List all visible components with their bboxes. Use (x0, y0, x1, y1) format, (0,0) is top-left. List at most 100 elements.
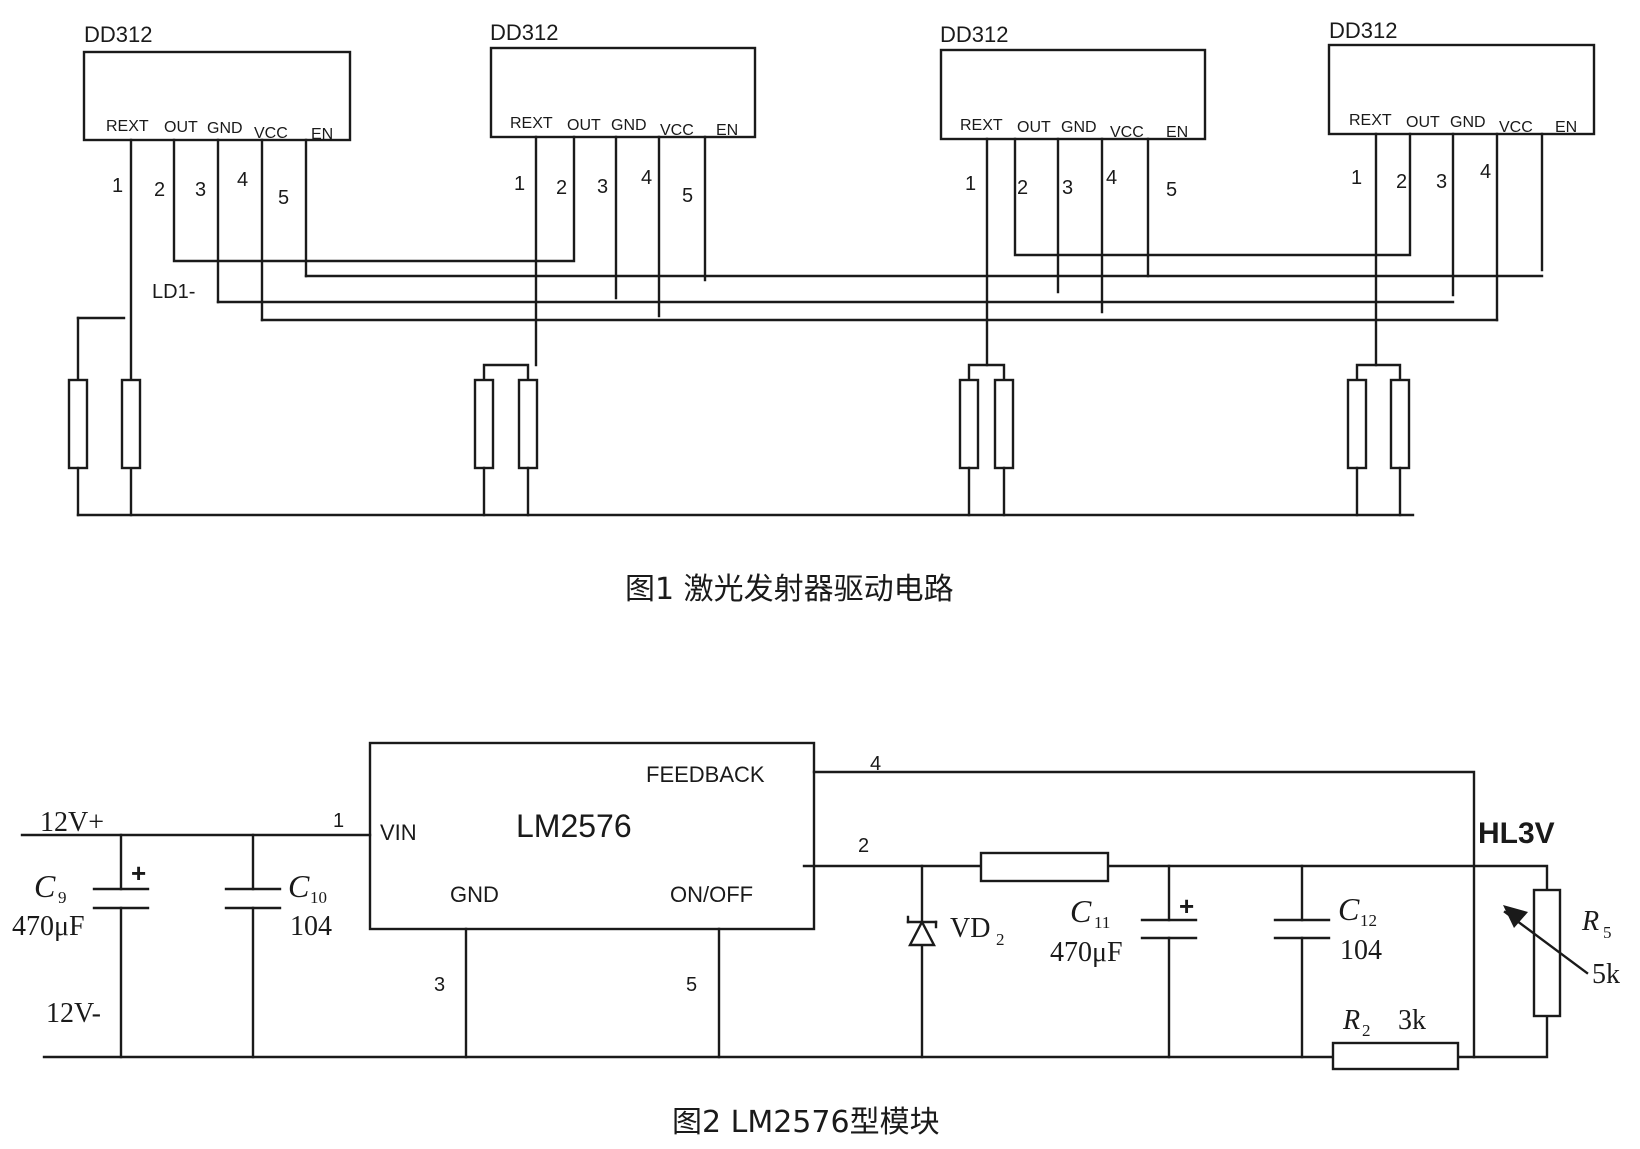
chip-3-pin-num-1: 1 (965, 173, 976, 195)
chip-2-pin-vcc: VCC (660, 122, 694, 139)
chip-4-pin-en: EN (1555, 119, 1577, 136)
chip-2-pin-num-5: 5 (682, 185, 693, 207)
figure2-wires (20, 770, 1549, 1059)
resistor-r2: R 2 3k (1331, 1005, 1460, 1071)
r2-name: R (1342, 1005, 1360, 1036)
chip-2-pin-num-1: 1 (514, 173, 525, 195)
chip-3-pin-out: OUT (1017, 119, 1051, 136)
chip-3-pin-gnd: GND (1061, 119, 1097, 136)
pin-feedback-label: FEEDBACK (646, 762, 765, 787)
dd312-chip-2: DD312 REXT OUT GND VCC EN 1 2 3 4 5 (489, 20, 757, 207)
chip-4-pin-rext: REXT (1349, 112, 1392, 129)
vd2-name: VD (950, 913, 990, 944)
resistor-pair-1 (67, 316, 142, 517)
chip-4-pin-num-4: 4 (1480, 161, 1491, 183)
chip-3-pin-rext: REXT (960, 117, 1003, 134)
dd312-chip-3: DD312 REXT OUT GND VCC EN 1 2 3 4 5 (939, 22, 1207, 201)
output-label: HL3V (1478, 817, 1555, 850)
chip-4-pin-vcc: VCC (1499, 119, 1533, 136)
r5-value: 5k (1592, 959, 1620, 990)
r2-value: 3k (1398, 1005, 1426, 1036)
chip-3-pin-num-4: 4 (1106, 167, 1117, 189)
pin-num-1: 1 (333, 810, 344, 832)
chip-2-pin-num-4: 4 (641, 167, 652, 189)
capacitor-c12: C 12 104 (1273, 891, 1382, 966)
capacitor-c11: + C 11 470μF (1050, 891, 1198, 968)
chip-3-pin-en: EN (1166, 124, 1188, 141)
resistor-pair-4 (1346, 363, 1411, 517)
lm2576-body (368, 741, 816, 931)
pin-num-5: 5 (686, 974, 697, 996)
c11-sub: 11 (1094, 913, 1110, 932)
chip-3-body (939, 48, 1207, 141)
chip-2-label: DD312 (490, 20, 558, 45)
chip-1-pin-rext: REXT (106, 118, 149, 135)
chip-2-pin-en: EN (716, 122, 738, 139)
chip-2-body (489, 46, 757, 139)
chip-4-body (1327, 43, 1596, 136)
chip-1-pin-num-4: 4 (237, 169, 248, 191)
chip-1-pin-gnd: GND (207, 120, 243, 137)
c12-name: C (1338, 891, 1360, 927)
supply-minus-label: 12V- (46, 998, 101, 1029)
capacitor-c9: + C 9 470μF (12, 858, 150, 942)
chip-4-pin-num-3: 3 (1436, 171, 1447, 193)
series-resistor (979, 851, 1110, 883)
chip-pin-leads (129, 132, 1544, 517)
chip-1-pin-num-5: 5 (278, 187, 289, 209)
pin-gnd-label: GND (450, 882, 499, 907)
chip-3-label: DD312 (940, 22, 1008, 47)
chip-1-pin-num-1: 1 (112, 175, 123, 197)
pin-num-3: 3 (434, 974, 445, 996)
diode-vd2: VD 2 (906, 913, 1005, 949)
chip-1-pin-vcc: VCC (254, 125, 288, 142)
c9-polarity: + (131, 858, 146, 888)
capacitor-c10: C 10 104 (224, 868, 332, 942)
r5-arrow-icon (1503, 905, 1528, 928)
resistor-pair-3 (958, 363, 1015, 517)
figure2-caption: 图2 LM2576型模块 (672, 1105, 940, 1140)
chip-2-pin-rext: REXT (510, 115, 553, 132)
dd312-chip-4: DD312 REXT OUT GND VCC EN 1 2 3 4 (1327, 18, 1596, 193)
chip-4-label: DD312 (1329, 18, 1397, 43)
chip-1-label: DD312 (84, 22, 152, 47)
c9-name: C (34, 868, 56, 904)
c10-name: C (288, 868, 310, 904)
supply-plus-label: 12V+ (40, 807, 104, 838)
pin-onoff-label: ON/OFF (670, 882, 753, 907)
dd312-chip-1: DD312 REXT OUT GND VCC EN 1 2 3 4 5 (82, 22, 352, 209)
figure1-caption: 图1 激光发射器驱动电路 (625, 572, 954, 607)
pin-num-2: 2 (858, 835, 869, 857)
chip-1-pin-num-2: 2 (154, 179, 165, 201)
r5-name: R (1581, 906, 1599, 937)
c9-value: 470μF (12, 911, 85, 942)
c11-polarity: + (1179, 891, 1194, 921)
c11-value: 470μF (1050, 937, 1123, 968)
chip-4-pin-num-2: 2 (1396, 171, 1407, 193)
figure1-laser-driver-circuit: DD312 REXT OUT GND VCC EN 1 2 3 4 5 DD31… (67, 18, 1596, 607)
chip-4-pin-gnd: GND (1450, 114, 1486, 131)
chip-2-pin-out: OUT (567, 117, 601, 134)
chip-3-pin-num-3: 3 (1062, 177, 1073, 199)
c10-value: 104 (290, 911, 332, 942)
c9-sub: 9 (58, 888, 67, 907)
potentiometer-r5: R 5 5k (1503, 888, 1620, 1018)
r2-sub: 2 (1362, 1021, 1371, 1040)
pin-num-4: 4 (870, 753, 881, 775)
vd2-sub: 2 (996, 930, 1005, 949)
resistor-pair-2 (473, 363, 539, 517)
chip-1-pin-out: OUT (164, 119, 198, 136)
chip-4-pin-out: OUT (1406, 114, 1440, 131)
chip-bus-lines (216, 274, 1544, 322)
chip-1-pin-num-3: 3 (195, 179, 206, 201)
pin-vin-label: VIN (380, 820, 417, 845)
c11-name: C (1070, 893, 1092, 929)
chip-2-pin-num-3: 3 (597, 176, 608, 198)
c12-value: 104 (1340, 935, 1382, 966)
chip-2-pin-num-2: 2 (556, 177, 567, 199)
chip-2-pin-gnd: GND (611, 117, 647, 134)
c12-sub: 12 (1360, 911, 1377, 930)
figure2-lm2576-module: LM2576 VIN FEEDBACK GND ON/OFF 1 2 3 4 5… (12, 741, 1620, 1140)
ld1-minus-label: LD1- (152, 281, 195, 303)
